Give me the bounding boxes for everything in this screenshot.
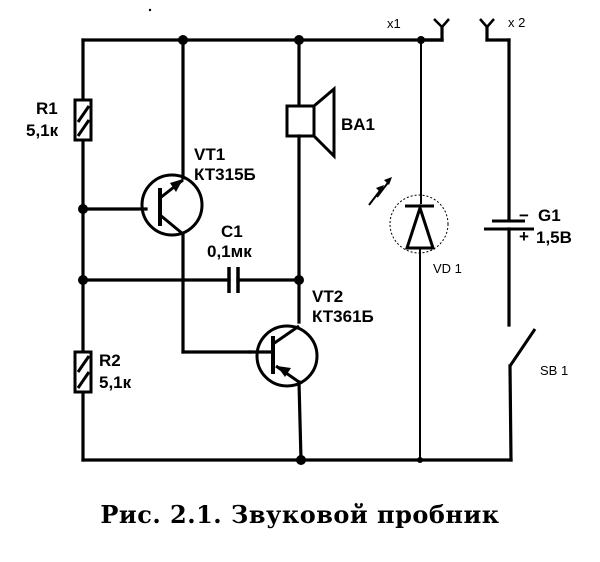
speaker-ba1 — [285, 38, 336, 324]
resistor-r1 — [73, 98, 93, 142]
vd1-label: VD 1 — [433, 261, 462, 276]
switch-sb1[interactable] — [508, 328, 537, 462]
vt2-part-label: КТ361Б — [312, 307, 374, 326]
g1-minus-sign: − — [519, 206, 529, 225]
speck — [148, 8, 152, 12]
battery-g1 — [484, 219, 534, 327]
vt1-part-label: КТ315Б — [194, 165, 256, 184]
g1-value-label: 1,5В — [536, 228, 572, 247]
resistor-r2 — [73, 350, 93, 394]
figure-caption: Рис. 2.1. Звуковой пробник — [100, 500, 500, 529]
ba1-label: BA1 — [341, 115, 375, 134]
c1-value-label: 0,1мк — [207, 242, 252, 261]
r2-ref-label: R2 — [99, 351, 121, 370]
g1-ref-label: G1 — [538, 206, 561, 225]
vt1-ref-label: VT1 — [194, 145, 225, 164]
connector-x2[interactable] — [479, 18, 511, 222]
r2-value-label: 5,1к — [99, 373, 132, 392]
connector-x1[interactable] — [419, 18, 450, 42]
x2-label: x 2 — [508, 15, 525, 30]
x1-label: x1 — [387, 16, 401, 31]
transistor-vt1 — [81, 38, 204, 354]
r1-ref-label: R1 — [36, 99, 58, 118]
c1-ref-label: C1 — [221, 222, 243, 241]
r1-value-label: 5,1к — [26, 121, 59, 140]
vt2-ref-label: VT2 — [312, 287, 343, 306]
light-emission-icon — [368, 177, 392, 206]
capacitor-c1 — [81, 267, 301, 293]
led-vd1 — [368, 40, 449, 460]
sb1-label: SB 1 — [540, 363, 568, 378]
g1-plus-sign: + — [519, 227, 529, 246]
transistor-vt2 — [248, 324, 319, 462]
